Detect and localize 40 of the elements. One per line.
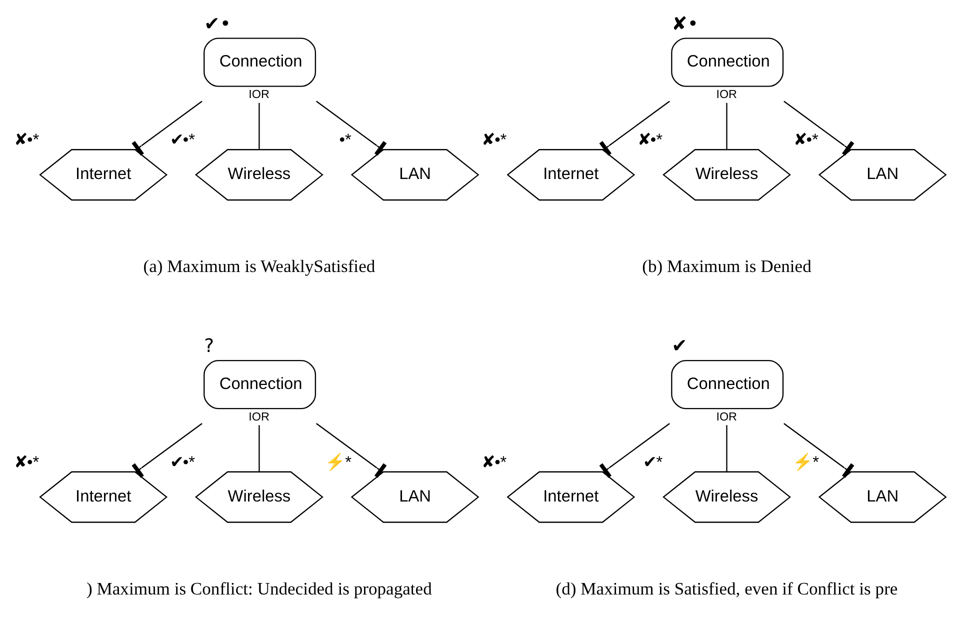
connector: [316, 100, 387, 156]
node-label: ✔•: [204, 13, 231, 34]
node-label: ✘•*: [637, 130, 663, 149]
node-label: IOR: [248, 88, 270, 101]
node-label: ✔•*: [170, 452, 196, 471]
node-label: ✘•: [672, 13, 698, 34]
node-label: ✘•*: [793, 130, 818, 149]
node-label: •*: [339, 130, 352, 149]
node-label: ✔•*: [170, 130, 196, 149]
node-label: ✘•*: [14, 452, 40, 471]
node-label: ✔: [672, 336, 688, 357]
node-label: ✘•*: [14, 130, 40, 149]
connector: [316, 422, 387, 478]
node-box: Connection: [204, 359, 316, 409]
node-label: ✘•*: [482, 130, 507, 149]
connector: [784, 422, 854, 478]
node-label: IOR: [716, 410, 738, 423]
node-label: IOR: [716, 88, 738, 101]
connector: [258, 102, 260, 149]
node-box: Connection: [671, 37, 784, 86]
label: ) Maximum is Conflict: Undecided is propagated: [86, 578, 432, 598]
node-label: ⚡*: [792, 452, 820, 471]
connector: [132, 422, 202, 478]
node-label: IOR: [248, 410, 270, 423]
connector: [784, 100, 854, 156]
connector: [726, 102, 728, 149]
label: (d) Maximum is Satisfied, even if Conflict is pre: [556, 578, 898, 598]
connector: [258, 424, 260, 472]
node-label: ?: [204, 336, 214, 357]
label: (a) Maximum is WeaklySatisfied: [143, 256, 376, 276]
connector: [726, 424, 728, 472]
node-label: ✔*: [643, 452, 663, 471]
node-label: ⚡*: [325, 452, 352, 471]
node-box: Connection: [671, 359, 784, 409]
node-label: ✘•*: [482, 452, 507, 471]
connector: [599, 422, 670, 478]
label: (b) Maximum is Denied: [642, 256, 812, 276]
node-box: Connection: [204, 37, 316, 86]
connector: [132, 100, 202, 156]
connector: [599, 100, 670, 156]
